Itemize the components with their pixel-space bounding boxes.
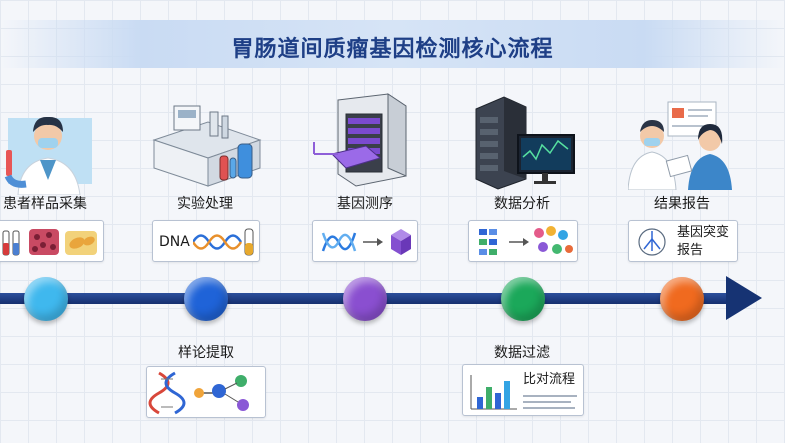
text-lines-icon (523, 395, 577, 409)
step-label-data-analysis: 数据分析 (494, 196, 550, 212)
doctor-sample-illustration (4, 116, 92, 195)
lab-equipment-illustration (152, 105, 262, 187)
node-data-analysis (501, 277, 545, 321)
step-label-gene-sequencing: 基因测序 (337, 196, 393, 212)
step-label-lab-processing: 实验处理 (177, 196, 233, 212)
page-title: 胃肠道间质瘤基因检测核心流程 (231, 37, 554, 62)
node-result-report (660, 277, 704, 321)
dna-helix-icon (193, 228, 254, 256)
dna-to-cube-icon (321, 229, 411, 255)
doctor-patient-illustration (628, 101, 732, 190)
filtering-card: 比对流程 (462, 364, 584, 416)
dna-label: DNA (159, 234, 190, 250)
report-card: 基因突变 报告 (628, 220, 738, 262)
mutation-tree-icon (638, 228, 666, 256)
server-monitor-illustration (475, 96, 575, 190)
sample-tubes-icon (2, 229, 97, 256)
extraction-card (146, 366, 266, 418)
sequencer-illustration (313, 93, 407, 187)
sample-types-card (0, 220, 104, 262)
timeline-arrow-icon (726, 276, 762, 320)
variant-report-label: 基因突变 报告 (677, 225, 730, 258)
node-gene-sequencing (343, 277, 387, 321)
step-label-sample-collection: 患者样品采集 (3, 196, 87, 212)
data-network-icon (479, 226, 573, 255)
node-sample-collection (24, 277, 68, 321)
sequencing-card (312, 220, 418, 262)
compare-pipeline-label: 比对流程 (523, 372, 576, 387)
extraction-network-icon (148, 371, 249, 415)
analysis-card (468, 220, 578, 262)
step-label-extraction: 样论提取 (178, 345, 234, 361)
step-label-result-report: 结果报告 (654, 196, 710, 212)
dna-processing-card: DNA (152, 220, 260, 262)
step-label-data-filtering: 数据过滤 (494, 345, 550, 361)
node-lab-processing (184, 277, 228, 321)
title-banner (0, 20, 785, 68)
bar-chart-icon (470, 375, 517, 410)
